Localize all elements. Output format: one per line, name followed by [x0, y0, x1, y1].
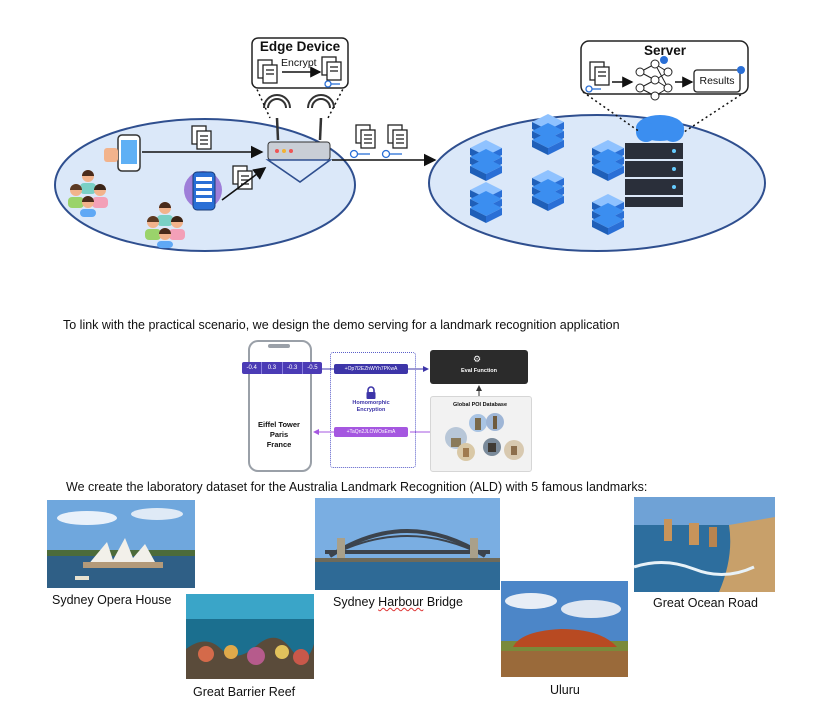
ocean-road-caption: Great Ocean Road [653, 596, 758, 610]
he-label: Homomorphic Encryption [334, 400, 408, 414]
result-landmark: Eiffel Tower [258, 420, 300, 429]
dataset-sentence: We create the laboratory dataset for the… [66, 480, 648, 494]
barrier-reef-photo [186, 594, 314, 679]
vector-value-3: -0.3 [283, 362, 303, 374]
server-cube-face [548, 196, 564, 211]
harbour-bridge-caption-2: Harbour [378, 595, 424, 609]
server-cube-face [608, 220, 624, 235]
he-label-line2: Encryption [356, 407, 386, 413]
gear-icon: ⚙ [473, 354, 482, 364]
eval-function-box [430, 350, 528, 384]
edge-zone-marker [265, 159, 333, 183]
encrypted-payload-icon [349, 124, 408, 159]
demo-connectors [313, 366, 482, 435]
ocean-road-photo [634, 497, 775, 592]
server-cube-face [592, 220, 608, 235]
server-title: Server [643, 43, 687, 58]
server-cube-face [608, 166, 624, 181]
server-cube-face [470, 166, 486, 181]
barrier-reef-caption: Great Barrier Reef [193, 685, 296, 699]
vector-value-4: -0.5 [307, 365, 318, 371]
vector-value-1: -0.4 [242, 362, 263, 374]
server-cube-face [470, 208, 486, 223]
vector-value-2: 0.3 [262, 362, 283, 374]
user-group-icon-1 [68, 170, 108, 217]
eval-function-label: Eval Function [460, 368, 498, 374]
plain-document-icon [257, 59, 278, 84]
cipher-out-pill: +Op7l2EZhWYh7PKwA [334, 364, 408, 374]
result-country: France [266, 440, 292, 449]
cipher-in-pill: +TaQn2JLOWOsEmA [334, 427, 408, 437]
server-cluster-icon [470, 114, 624, 235]
architecture-diagram [54, 37, 766, 252]
server-cube-face [532, 196, 548, 211]
encryption-zone [330, 352, 416, 468]
server-cube-face [486, 166, 502, 181]
intro-sentence: To link with the practical scenario, we … [63, 318, 620, 332]
document-icon-top [191, 125, 212, 150]
opera-house-caption: Sydney Opera House [52, 593, 172, 607]
harbour-bridge-photo [315, 498, 500, 590]
he-label-line1: Homomorphic [352, 400, 390, 406]
user-group-icon-2 [145, 202, 185, 248]
server-cube-face [548, 140, 564, 155]
server-cube-face [532, 140, 548, 155]
server-cube-face [486, 208, 502, 223]
harbour-bridge-caption-1: Sydney [333, 595, 379, 609]
router-icon [263, 94, 335, 161]
results-box [693, 69, 741, 93]
encrypted-input-icon [585, 61, 610, 93]
encrypt-label: Encrypt [281, 57, 317, 69]
server-rack-icon [625, 115, 684, 207]
uluru-caption: Uluru [550, 683, 580, 697]
phone-speaker [268, 344, 290, 348]
landmark-thumbnails [445, 413, 524, 461]
neural-network-icon [635, 56, 673, 101]
harbour-bridge-caption: Sydney Harbour Bridge [333, 595, 463, 609]
lock-icon [366, 386, 376, 399]
encrypted-document-icon [321, 56, 342, 88]
opera-house-photo [47, 500, 195, 588]
feature-vector: -0.4 0.3 -0.3 -0.5 [242, 362, 322, 374]
server-cube-face [592, 166, 608, 181]
result-city: Paris [269, 430, 289, 439]
poi-database-label: Global POI Database [452, 402, 508, 408]
uluru-photo [501, 581, 628, 677]
harbour-bridge-caption-3: Bridge [423, 595, 463, 609]
camera-phone-icon [104, 134, 141, 172]
results-label: Results [699, 75, 735, 87]
result-text: Eiffel Tower Paris France [250, 420, 308, 450]
edge-device-title: Edge Device [259, 39, 341, 54]
phone-app-icon [184, 171, 222, 211]
demo-diagram: -0.4 0.3 -0.3 -0.5 Eiffel Tower Paris Fr… [230, 338, 540, 473]
cloud-network-ellipse [428, 114, 766, 252]
